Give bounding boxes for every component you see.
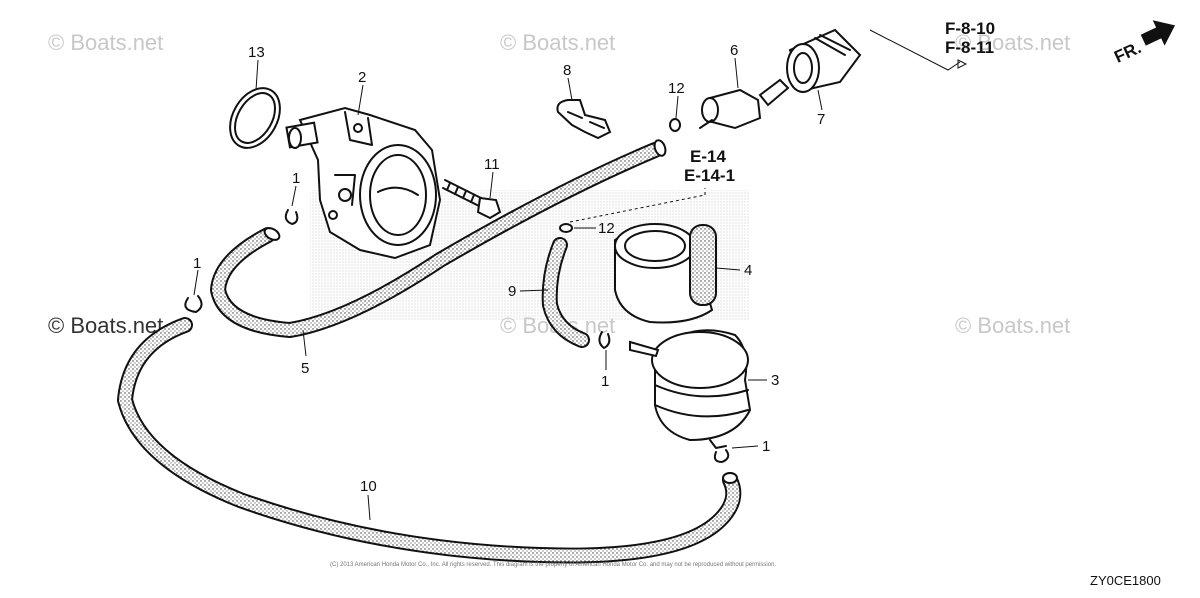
front-label: FR. bbox=[1111, 38, 1144, 67]
watermark-top-left: © Boats.net bbox=[48, 30, 163, 55]
part-4-housing[interactable] bbox=[614, 223, 717, 324]
part-5-hose[interactable] bbox=[210, 139, 667, 338]
callout-6: 6 bbox=[730, 42, 738, 59]
callout-labels: 13 2 1 11 1 5 8 12 6 7 12 9 4 1 3 1 10 bbox=[193, 42, 825, 495]
ref-e-14[interactable]: E-14 bbox=[690, 147, 726, 166]
callout-1-d: 1 bbox=[762, 438, 770, 455]
callout-12-a: 12 bbox=[668, 80, 685, 97]
callout-2: 2 bbox=[358, 69, 366, 86]
callout-9: 9 bbox=[508, 283, 516, 300]
ref-e-14-1[interactable]: E-14-1 bbox=[684, 166, 735, 185]
callout-10: 10 bbox=[360, 478, 377, 495]
part-8-clamp[interactable] bbox=[556, 99, 612, 140]
ref-f-8-10[interactable]: F-8-10 bbox=[945, 19, 995, 38]
part-9-hose[interactable] bbox=[541, 237, 590, 348]
part-1-clip-b[interactable] bbox=[184, 295, 203, 313]
part-7-connector[interactable] bbox=[786, 28, 862, 93]
callout-1-a: 1 bbox=[292, 170, 300, 187]
part-6-fitting[interactable] bbox=[699, 78, 790, 130]
watermark-top-right: © Boats.net bbox=[955, 30, 1070, 55]
ref-f-8-11[interactable]: F-8-11 bbox=[945, 38, 994, 57]
part-11-bolt[interactable] bbox=[442, 179, 502, 220]
part-10-hose[interactable] bbox=[117, 317, 742, 564]
callout-3: 3 bbox=[771, 372, 779, 389]
callout-11: 11 bbox=[484, 156, 500, 173]
part-1-clip-a[interactable] bbox=[284, 209, 299, 225]
callout-8: 8 bbox=[563, 62, 571, 79]
front-direction-arrow: FR. bbox=[1111, 20, 1175, 67]
part-12-o-ring-lower[interactable] bbox=[559, 223, 573, 233]
part-12-o-ring-upper[interactable] bbox=[669, 118, 681, 132]
front-arrow-icon bbox=[1140, 20, 1175, 46]
copyright-notice: (C) 2013 American Honda Motor Co., Inc. … bbox=[330, 562, 776, 568]
callout-12-b: 12 bbox=[598, 220, 615, 237]
diagram-code: ZY0CE1800 bbox=[1090, 573, 1161, 588]
part-1-clip-d[interactable] bbox=[713, 449, 730, 463]
callout-13: 13 bbox=[248, 44, 265, 61]
leader-lines bbox=[193, 29, 968, 521]
watermark-mid-left: © Boats.net bbox=[48, 313, 163, 338]
watermark-top-center: © Boats.net bbox=[500, 30, 615, 55]
part-2-throttle-body[interactable] bbox=[285, 106, 442, 260]
cross-references: E-14 E-14-1 F-8-10 F-8-11 bbox=[684, 19, 995, 185]
watermark-mid-right: © Boats.net bbox=[955, 313, 1070, 338]
part-1-clip-c[interactable] bbox=[598, 331, 611, 349]
callout-5: 5 bbox=[301, 360, 309, 377]
callout-1-b: 1 bbox=[193, 255, 201, 272]
callout-7: 7 bbox=[817, 111, 825, 128]
part-13-o-ring[interactable] bbox=[220, 79, 290, 156]
part-3-fuel-filter[interactable] bbox=[629, 329, 752, 449]
callout-4: 4 bbox=[744, 262, 752, 279]
callout-1-c: 1 bbox=[601, 373, 609, 390]
